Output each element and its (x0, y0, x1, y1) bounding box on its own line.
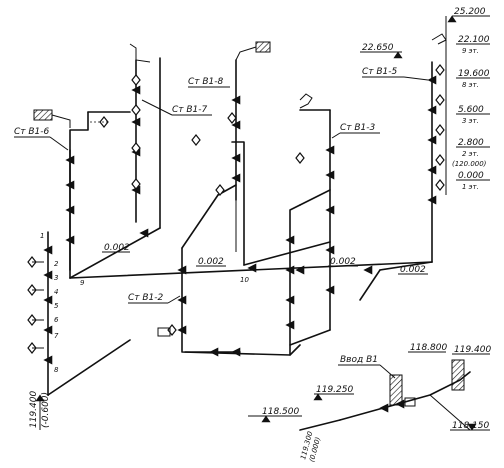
fixture-icon (227, 112, 237, 124)
riser-left (27, 245, 53, 365)
fixture-icon (295, 152, 305, 164)
fixture-icon (131, 142, 141, 154)
fixture-icon (191, 134, 201, 146)
inlet-block: Ввод В1 118.800 119.400 119.250 118.500 … (248, 343, 491, 463)
fixture-icon (435, 179, 445, 191)
slope-label: 0.002 (104, 243, 130, 253)
left-elevation-mark: 119.400 (-0.600) (29, 391, 51, 430)
elevation-floor: 2 эт. (462, 150, 479, 158)
riser-label-7: Ст В1-7 (172, 105, 208, 115)
fixture-icon (255, 41, 271, 53)
fixture-icon (435, 124, 445, 136)
elevation-paren: (120.000) (452, 160, 487, 168)
elevation-riser-top: 22.650 (362, 43, 394, 53)
inlet-elevation: 119.250 (316, 385, 353, 395)
node-number: 2 (54, 260, 59, 268)
fixture-icon (131, 74, 141, 86)
node-number: 7 (54, 332, 59, 340)
elevation-floor: 3 эт. (462, 117, 479, 125)
elevation-floor: 1 эт. (462, 183, 479, 191)
fixture-icon (131, 104, 141, 116)
elevation-value: 2.800 (458, 138, 484, 148)
node-number: 1 (40, 232, 44, 240)
elevation-left-value: 119.400 (29, 391, 39, 428)
riser-label-3: Ст В1-3 (340, 123, 376, 133)
riser-label-8: Ст В1-8 (188, 77, 224, 87)
node-numbers: 1 2 3 4 5 6 7 8 9 10 (40, 232, 249, 374)
riser-labels: Ст В1-6 Ст В1-7 Ст В1-8 Ст В1-3 Ст В1-5 … (14, 67, 429, 304)
node-number: 4 (54, 288, 58, 296)
riser-8 (215, 41, 271, 201)
elevation-value: 22.100 (458, 35, 490, 45)
inlet-elevation: 118.500 (262, 407, 299, 417)
node-number: 8 (54, 366, 59, 374)
node-number: 6 (54, 316, 59, 324)
riser-label-5: Ст В1-5 (362, 67, 398, 77)
inlet-title: Ввод В1 (340, 355, 378, 365)
wall-section (451, 359, 465, 391)
riser-2 (157, 134, 295, 337)
right-elevation-marks: 25.200 22.650 22.100 9 эт. 19.600 8 эт. … (360, 7, 490, 195)
elevation-left-paren: (-0.600) (41, 392, 51, 428)
elevation-value: 0.000 (458, 171, 484, 181)
fixture-icon (131, 178, 141, 190)
node-number: 10 (240, 276, 249, 284)
fixture-icon (435, 94, 445, 106)
slope-label: 0.002 (400, 265, 426, 275)
fixture-icon (435, 154, 445, 166)
fixture-icon (435, 64, 445, 76)
elevation-floor: 9 эт. (462, 47, 479, 55)
riser-7 (129, 43, 151, 223)
node-number: 9 (80, 279, 85, 287)
riser-label-6: Ст В1-6 (14, 127, 50, 137)
main-pipelines (47, 57, 433, 396)
elevation-top: 25.200 (454, 7, 486, 17)
inlet-elevation: 118.800 (410, 343, 447, 353)
elevation-value: 19.600 (458, 69, 490, 79)
fixture-icon (33, 109, 53, 121)
elevation-value: 5.600 (458, 105, 484, 115)
wall-section (389, 374, 403, 406)
fixture-icon (215, 184, 225, 196)
slope-label: 0.002 (330, 257, 356, 267)
slope-labels: 0.002 0.002 0.002 0.002 (102, 243, 428, 275)
fixture-icon (167, 324, 177, 336)
riser-6 (33, 109, 75, 271)
riser-fittings (27, 33, 447, 365)
inlet-elevation: 119.400 (454, 345, 491, 355)
riser-5 (427, 33, 447, 205)
node-number: 3 (54, 274, 58, 282)
riser-3 (295, 93, 335, 295)
elevation-floor: 8 эт. (462, 81, 479, 89)
slope-label: 0.002 (198, 257, 224, 267)
riser-label-2: Ст В1-2 (128, 293, 164, 303)
node-number: 5 (54, 302, 59, 310)
